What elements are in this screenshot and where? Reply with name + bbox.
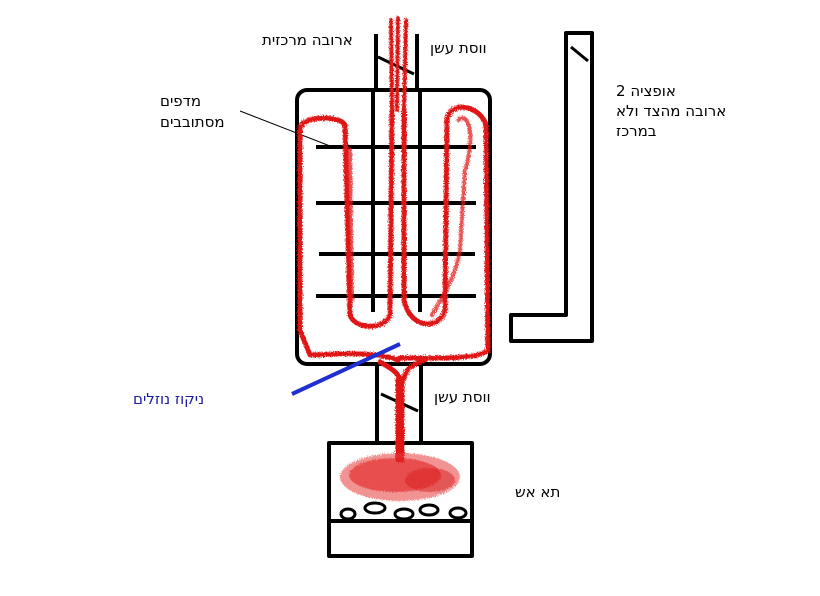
label-central-chimney: ארובה מרכזית [262, 31, 353, 49]
flow-path-inner [348, 116, 473, 317]
side-chimney-damper-icon [570, 45, 589, 63]
label-smoke-damper-bottom: ווסת עשן [434, 388, 491, 406]
drain-line [291, 342, 401, 396]
baffles-leader-line [239, 110, 331, 147]
label-smoke-damper-top: ווסת עשן [430, 39, 487, 57]
label-option2-2: ארובה מהצד ולא [616, 102, 727, 120]
burner-hole [363, 501, 387, 515]
rotating-baffles [316, 90, 476, 312]
burner-hole [418, 503, 440, 517]
flow-chimney [389, 16, 408, 112]
burner-holes [339, 501, 468, 521]
flow-path-outer [297, 104, 491, 363]
smoke-flow-icon [297, 16, 491, 463]
structure-outline [295, 31, 594, 558]
burner-hole [393, 507, 415, 521]
fire-icon [340, 453, 460, 501]
label-option2-3: במרכז [616, 122, 657, 140]
label-option2-1: אופציה 2 [616, 82, 676, 100]
side-chimney [509, 31, 594, 343]
label-rotating-baffles-1: מדפים [160, 92, 202, 110]
burner-hole [448, 506, 468, 520]
flow-neck [377, 357, 428, 463]
label-firebox: תא אש [515, 483, 561, 501]
label-drain-cleaning: ניקוז נוזלים [133, 390, 205, 408]
burner-hole [339, 507, 357, 521]
label-rotating-baffles-2: מסתובבים [160, 113, 225, 131]
